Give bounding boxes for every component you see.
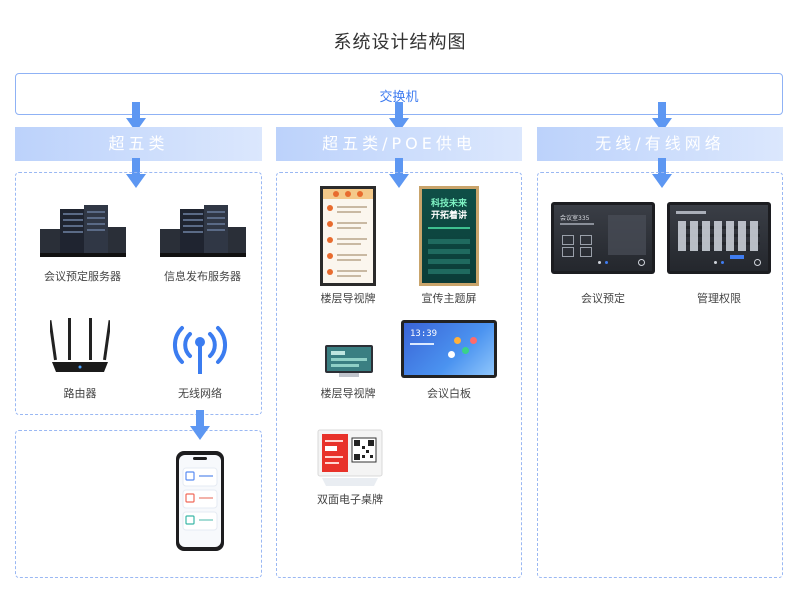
server-icon bbox=[160, 205, 246, 257]
group-mobile bbox=[15, 430, 262, 578]
wifi-tower-icon bbox=[172, 326, 228, 374]
desk-sign-icon bbox=[317, 429, 383, 486]
group-network-devices bbox=[537, 172, 783, 578]
arrow-down-icon bbox=[652, 102, 672, 132]
router-icon bbox=[50, 318, 110, 372]
label-floor-guide-tall: 楼层导视牌 bbox=[320, 292, 376, 305]
label-meeting-booking: 会议预定 bbox=[581, 292, 625, 305]
arrow-down-icon bbox=[389, 158, 409, 188]
diagram-title: 系统设计结构图 bbox=[333, 32, 467, 53]
smartphone-icon bbox=[176, 451, 224, 551]
floor-guide-small-icon bbox=[325, 345, 373, 377]
meeting-booking-screen-icon: 会议室335 bbox=[551, 202, 655, 274]
label-meeting-server: 会议预定服务器 bbox=[44, 270, 121, 283]
arrow-down-icon bbox=[190, 410, 210, 440]
group-cat5e-devices bbox=[15, 172, 262, 415]
floor-guide-tall-icon bbox=[320, 186, 376, 286]
whiteboard-time: 13:39 bbox=[410, 329, 438, 339]
label-admin-rights: 管理权限 bbox=[697, 292, 741, 305]
arrow-down-icon bbox=[389, 102, 409, 132]
label-promo-screen: 宣传主题屏 bbox=[421, 292, 477, 305]
whiteboard-icon: 13:39 bbox=[401, 320, 497, 378]
label-desk-sign: 双面电子桌牌 bbox=[317, 493, 383, 506]
promo-text-2: 开拓着讲 bbox=[430, 211, 467, 221]
category-wireless-wired: 无线/有线网络 bbox=[537, 127, 783, 161]
category-cat5e-poe: 超五类/POE供电 bbox=[276, 127, 522, 161]
server-icon bbox=[40, 205, 126, 257]
arrow-down-icon bbox=[652, 158, 672, 188]
admin-screen-icon bbox=[667, 202, 771, 274]
group-poe-devices bbox=[276, 172, 522, 578]
switch-label: 交换机 bbox=[379, 90, 419, 105]
booking-room-name: 会议室335 bbox=[560, 215, 590, 222]
label-floor-guide-small: 楼层导视牌 bbox=[320, 387, 376, 400]
arrow-down-icon bbox=[126, 158, 146, 188]
label-info-server: 信息发布服务器 bbox=[164, 270, 241, 283]
label-wireless: 无线网络 bbox=[178, 387, 222, 400]
label-whiteboard: 会议白板 bbox=[427, 387, 471, 400]
category-cat5e: 超五类 bbox=[15, 127, 262, 161]
arrow-down-icon bbox=[126, 102, 146, 132]
label-router: 路由器 bbox=[63, 387, 97, 400]
promo-screen-icon: 科技未来 开拓着讲 bbox=[419, 186, 479, 286]
promo-text-1: 科技未来 bbox=[430, 199, 467, 209]
